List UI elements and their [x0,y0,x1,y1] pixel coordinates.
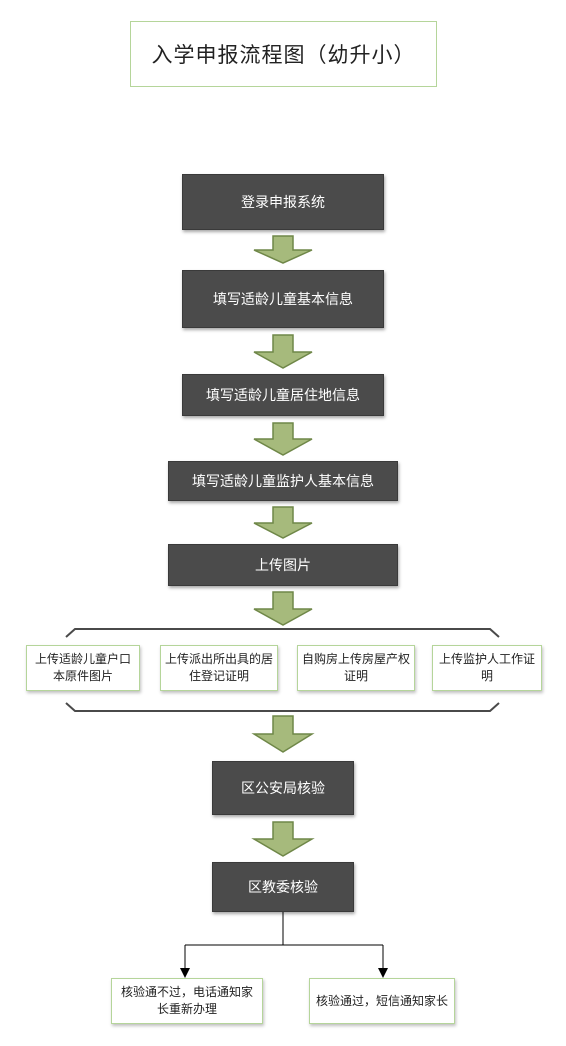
step-login: 登录申报系统 [182,174,384,230]
upload-residence-certificate: 上传派出所出具的居住登记证明 [160,645,278,691]
brace-bottom [65,702,500,712]
upload-household-register: 上传适龄儿童户口本原件图片 [26,645,140,691]
upload-property-certificate: 自购房上传房屋产权证明 [297,645,415,691]
flow-arrow-7 [251,821,315,857]
outcome-rejected: 核验通不过，电话通知家长重新办理 [111,978,263,1024]
step-child-residence-info: 填写适龄儿童居住地信息 [182,374,384,416]
brace-top [65,628,500,638]
step-education-committee-check: 区教委核验 [212,862,354,912]
step-upload-images: 上传图片 [168,544,398,586]
step-public-security-check: 区公安局核验 [212,761,354,815]
flow-arrow-6 [251,715,315,753]
flow-arrow-2 [253,334,313,369]
step-guardian-info: 填写适龄儿童监护人基本信息 [168,461,398,501]
branch-right-arrowhead [378,968,388,978]
flow-arrow-4 [253,506,313,539]
flow-arrow-3 [253,422,313,456]
outcome-approved: 核验通过，短信通知家长 [309,978,455,1024]
step-child-basic-info: 填写适龄儿童基本信息 [182,270,384,328]
flow-arrows [251,235,315,857]
upload-guardian-work-proof: 上传监护人工作证明 [432,645,542,691]
page-title: 入学申报流程图（幼升小） [130,21,437,87]
flow-arrow-5 [253,591,313,626]
branch-left-arrowhead [180,968,190,978]
flow-arrow-1 [253,235,313,264]
